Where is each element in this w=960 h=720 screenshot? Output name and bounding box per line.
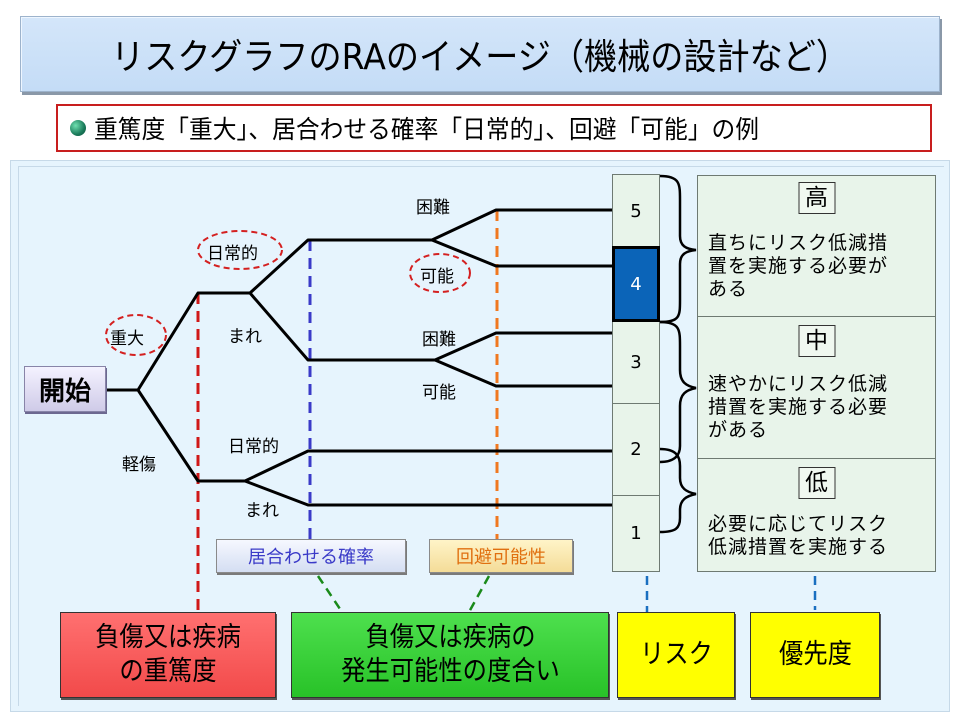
green-connector-right <box>467 575 491 613</box>
label-b-difficult: 困難 <box>422 330 456 350</box>
risk-cell-2: 2 <box>612 403 660 496</box>
globe-bullet-icon <box>70 120 86 136</box>
desc-line: 速やかにリスク低減 <box>708 373 889 395</box>
branch-severe <box>136 291 250 391</box>
page-title: リスクグラフのRAのイメージ（機械の設計など） <box>111 37 849 78</box>
risk-box: リスク <box>617 612 735 698</box>
subtitle-text: 重篤度「重大」、居合わせる確率「日常的」、回避「可能」の例 <box>94 115 760 144</box>
priority-level-badge: 中 <box>798 325 835 357</box>
branch-sf-difficult <box>431 208 612 242</box>
branch-sf-possible <box>431 238 612 268</box>
label-severe: 重大 <box>110 329 144 349</box>
subtitle-box: 重篤度「重大」、居合わせる確率「日常的」、回避「可能」の例 <box>56 104 932 152</box>
brace-middle <box>659 320 697 464</box>
risk-value: 4 <box>630 273 642 295</box>
severity-label: 負傷又は疾病 の重篤度 <box>95 622 241 687</box>
priority-high: 高 直ちにリスク低減措 置を実施する必要が ある <box>697 175 936 317</box>
branch-sr-difficult <box>434 331 612 362</box>
risk-value: 2 <box>630 439 642 460</box>
branch-sr-possible <box>434 358 612 388</box>
highlight-frequent <box>197 230 283 270</box>
priority-description: 速やかにリスク低減 措置を実施する必要 がある <box>708 373 929 442</box>
branch-minor-frequent <box>244 449 612 483</box>
desc-line: がある <box>708 419 769 441</box>
label-lower-frequent: 日常的 <box>228 437 279 457</box>
risk-cell-3: 3 <box>612 320 660 404</box>
brace-high <box>659 174 697 324</box>
label-minor: 軽傷 <box>122 455 156 475</box>
start-label: 開始 <box>38 376 91 407</box>
highlight-possible <box>409 253 471 293</box>
likelihood-box: 負傷又は疾病の 発生可能性の度合い <box>291 612 609 698</box>
severity-box: 負傷又は疾病 の重篤度 <box>60 612 276 698</box>
desc-line: 措置を実施する必要 <box>708 396 889 418</box>
desc-line: 置を実施する必要が <box>708 255 889 277</box>
priority-middle: 中 速やかにリスク低減 措置を実施する必要 がある <box>697 316 936 459</box>
label-a-difficult: 困難 <box>416 198 450 218</box>
exposure-tag-label: 居合わせる確率 <box>248 547 374 568</box>
brace-low <box>659 447 697 534</box>
risk-cell-4-selected: 4 <box>612 246 660 322</box>
risk-label: リスク <box>639 639 713 670</box>
start-node: 開始 <box>24 366 106 412</box>
priority-label: 優先度 <box>778 639 852 670</box>
priority-description: 必要に応じてリスク 低減措置を実施する <box>708 513 929 559</box>
desc-line: ある <box>708 278 749 300</box>
branch-minor-rare <box>244 479 612 507</box>
priority-box: 優先度 <box>750 612 880 698</box>
branch-severe-rare <box>248 292 435 362</box>
exposure-tag: 居合わせる確率 <box>216 539 406 573</box>
priority-level-badge: 低 <box>798 467 835 499</box>
desc-line: 必要に応じてリスク <box>708 513 889 535</box>
risk-value: 1 <box>630 523 642 544</box>
priority-low: 低 必要に応じてリスク 低減措置を実施する <box>697 458 936 572</box>
priority-level-badge: 高 <box>798 182 835 214</box>
green-connector-left <box>316 575 344 613</box>
branch-severe-frequent <box>248 238 432 295</box>
title-banner: リスクグラフのRAのイメージ（機械の設計など） <box>20 16 940 92</box>
priority-description: 直ちにリスク低減措 置を実施する必要が ある <box>708 232 929 301</box>
label-b-possible: 可能 <box>422 383 456 403</box>
diagram-panel-inner <box>18 166 944 706</box>
risk-cell-1: 1 <box>612 495 660 572</box>
branch-minor <box>136 389 245 483</box>
avoidance-tag-label: 回避可能性 <box>456 547 546 568</box>
desc-line: 低減措置を実施する <box>708 536 889 558</box>
label-a-possible: 可能 <box>420 267 454 287</box>
highlight-severe <box>105 314 167 356</box>
desc-line: 直ちにリスク低減措 <box>708 232 889 254</box>
avoidance-tag: 回避可能性 <box>429 539 573 573</box>
label-upper-rare: まれ <box>228 327 262 347</box>
risk-value: 5 <box>630 200 642 222</box>
risk-cell-5: 5 <box>612 174 660 248</box>
label-lower-rare: まれ <box>245 501 279 521</box>
risk-value: 3 <box>630 351 642 373</box>
likelihood-label: 負傷又は疾病の 発生可能性の度合い <box>340 622 560 687</box>
label-upper-frequent: 日常的 <box>207 244 258 264</box>
